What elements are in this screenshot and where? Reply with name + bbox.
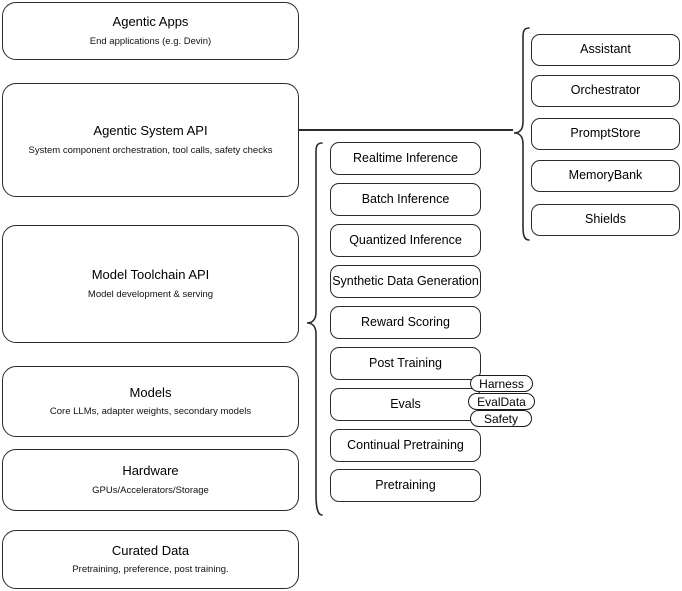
- layer-subtitle: System component orchestration, tool cal…: [28, 144, 273, 156]
- layer-title: Agentic System API: [93, 123, 208, 139]
- system-label: Orchestrator: [570, 83, 641, 98]
- eval-tag-label: EvalData: [477, 394, 526, 409]
- system-label: MemoryBank: [568, 168, 643, 183]
- layer-box-agentic-apps[interactable]: Agentic Apps End applications (e.g. Devi…: [2, 2, 299, 60]
- brace-toolchain: [306, 142, 324, 516]
- toolchain-label: Evals: [390, 396, 421, 411]
- toolchain-box-synthetic-data-generation[interactable]: Synthetic Data Generation: [330, 265, 481, 298]
- system-box-shields[interactable]: Shields: [531, 204, 680, 236]
- layer-box-hardware[interactable]: Hardware GPUs/Accelerators/Storage: [2, 449, 299, 511]
- eval-tag-evaldata[interactable]: EvalData: [468, 393, 535, 410]
- eval-tag-label: Harness: [479, 376, 524, 391]
- toolchain-label: Batch Inference: [361, 191, 450, 206]
- toolchain-label: Synthetic Data Generation: [332, 273, 479, 288]
- toolchain-label: Reward Scoring: [361, 314, 450, 329]
- layer-title: Curated Data: [111, 542, 190, 558]
- layer-box-agentic-system-api[interactable]: Agentic System API System component orch…: [2, 83, 299, 197]
- toolchain-box-evals[interactable]: Evals: [330, 388, 481, 421]
- toolchain-label: Quantized Inference: [349, 232, 462, 247]
- toolchain-label: Continual Pretraining: [347, 437, 464, 452]
- layer-box-model-toolchain-api[interactable]: Model Toolchain API Model development & …: [2, 225, 299, 343]
- layer-title: Model Toolchain API: [91, 267, 210, 283]
- layer-box-models[interactable]: Models Core LLMs, adapter weights, secon…: [2, 366, 299, 437]
- layer-title: Hardware: [122, 463, 179, 479]
- layer-subtitle: End applications (e.g. Devin): [89, 35, 212, 47]
- toolchain-box-quantized-inference[interactable]: Quantized Inference: [330, 224, 481, 257]
- system-box-memorybank[interactable]: MemoryBank: [531, 160, 680, 192]
- toolchain-label: Pretraining: [375, 477, 436, 492]
- layer-box-curated-data[interactable]: Curated Data Pretraining, preference, po…: [2, 530, 299, 589]
- system-label: Shields: [585, 212, 626, 227]
- toolchain-label: Realtime Inference: [353, 150, 458, 165]
- system-label: PromptStore: [570, 126, 641, 141]
- layer-subtitle: Pretraining, preference, post training.: [72, 564, 229, 576]
- toolchain-box-continual-pretraining[interactable]: Continual Pretraining: [330, 429, 481, 462]
- layer-subtitle: Core LLMs, adapter weights, secondary mo…: [49, 406, 252, 418]
- eval-tag-harness[interactable]: Harness: [470, 375, 533, 392]
- toolchain-box-pretraining[interactable]: Pretraining: [330, 469, 481, 502]
- system-box-assistant[interactable]: Assistant: [531, 34, 680, 66]
- eval-tag-safety[interactable]: Safety: [470, 410, 532, 427]
- connector-system-api-to-components: [299, 129, 513, 131]
- toolchain-box-realtime-inference[interactable]: Realtime Inference: [330, 142, 481, 175]
- system-label: Assistant: [580, 42, 631, 57]
- toolchain-box-reward-scoring[interactable]: Reward Scoring: [330, 306, 481, 339]
- toolchain-box-post-training[interactable]: Post Training: [330, 347, 481, 380]
- layer-subtitle: Model development & serving: [87, 288, 214, 300]
- layer-subtitle: GPUs/Accelerators/Storage: [92, 484, 209, 496]
- toolchain-label: Post Training: [369, 355, 442, 370]
- system-box-orchestrator[interactable]: Orchestrator: [531, 75, 680, 107]
- toolchain-box-batch-inference[interactable]: Batch Inference: [330, 183, 481, 216]
- brace-system-components: [513, 27, 531, 241]
- eval-tag-label: Safety: [483, 411, 519, 426]
- layer-title: Models: [129, 384, 172, 400]
- system-box-promptstore[interactable]: PromptStore: [531, 118, 680, 150]
- layer-title: Agentic Apps: [112, 14, 189, 30]
